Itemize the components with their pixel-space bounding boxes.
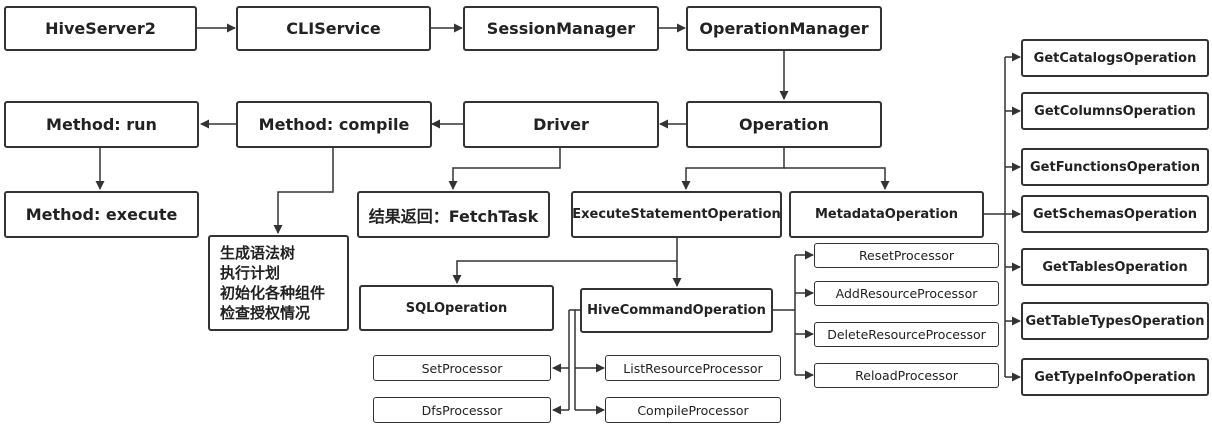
reload-processor-node: ReloadProcessor bbox=[814, 363, 999, 388]
edge-compile-notes bbox=[273, 148, 334, 234]
edge-executestatement-sql bbox=[452, 238, 678, 284]
method-execute-node: Method: execute bbox=[4, 191, 199, 238]
fetchtask-node: 结果返回：FetchTask bbox=[357, 191, 550, 238]
getfunctions-operation-node: GetFunctionsOperation bbox=[1021, 148, 1209, 186]
gettabletypes-operation-node: GetTableTypesOperation bbox=[1021, 302, 1209, 340]
getcatalogs-operation-node: GetCatalogsOperation bbox=[1021, 39, 1209, 77]
compile-processor-node: CompileProcessor bbox=[605, 397, 781, 423]
listresource-processor-node: ListResourceProcessor bbox=[605, 355, 781, 381]
edge-operation-executestatement bbox=[681, 148, 785, 190]
method-compile-node: Method: compile bbox=[236, 101, 432, 148]
edge-driver-fetchtask bbox=[448, 148, 561, 190]
operation-node: Operation bbox=[686, 101, 882, 148]
driver-node: Driver bbox=[463, 101, 659, 148]
operationmanager-node: OperationManager bbox=[686, 6, 882, 51]
executestatement-operation-node: ExecuteStatementOperation bbox=[571, 191, 782, 238]
getschemas-operation-node: GetSchemasOperation bbox=[1021, 195, 1209, 233]
cliservice-node: CLIService bbox=[236, 6, 431, 51]
sessionmanager-node: SessionManager bbox=[463, 6, 659, 51]
compile-note-line: 检查授权情况 bbox=[220, 304, 311, 322]
hiveserver2-node: HiveServer2 bbox=[4, 6, 197, 51]
hivecommand-operation-node: HiveCommandOperation bbox=[580, 288, 773, 333]
dfs-processor-node: DfsProcessor bbox=[373, 397, 551, 423]
gettypeinfo-operation-node: GetTypeInfoOperation bbox=[1021, 358, 1209, 396]
set-processor-node: SetProcessor bbox=[373, 355, 551, 381]
gettables-operation-node: GetTablesOperation bbox=[1021, 248, 1209, 286]
addresource-processor-node: AddResourceProcessor bbox=[814, 281, 999, 306]
metadata-operation-node: MetadataOperation bbox=[789, 191, 984, 238]
method-run-node: Method: run bbox=[4, 101, 199, 148]
compile-note-line: 初始化各种组件 bbox=[220, 284, 326, 302]
compile-note-line: 执行计划 bbox=[220, 264, 281, 282]
compile-notes-box: 生成语法树 执行计划 初始化各种组件 检查授权情况 bbox=[208, 235, 349, 331]
deleteresource-processor-node: DeleteResourceProcessor bbox=[814, 322, 999, 347]
sql-operation-node: SQLOperation bbox=[359, 285, 554, 331]
getcolumns-operation-node: GetColumnsOperation bbox=[1021, 92, 1209, 130]
reset-processor-node: ResetProcessor bbox=[814, 243, 999, 268]
compile-note-line: 生成语法树 bbox=[220, 244, 296, 262]
edge-operation-metadata bbox=[784, 167, 890, 190]
